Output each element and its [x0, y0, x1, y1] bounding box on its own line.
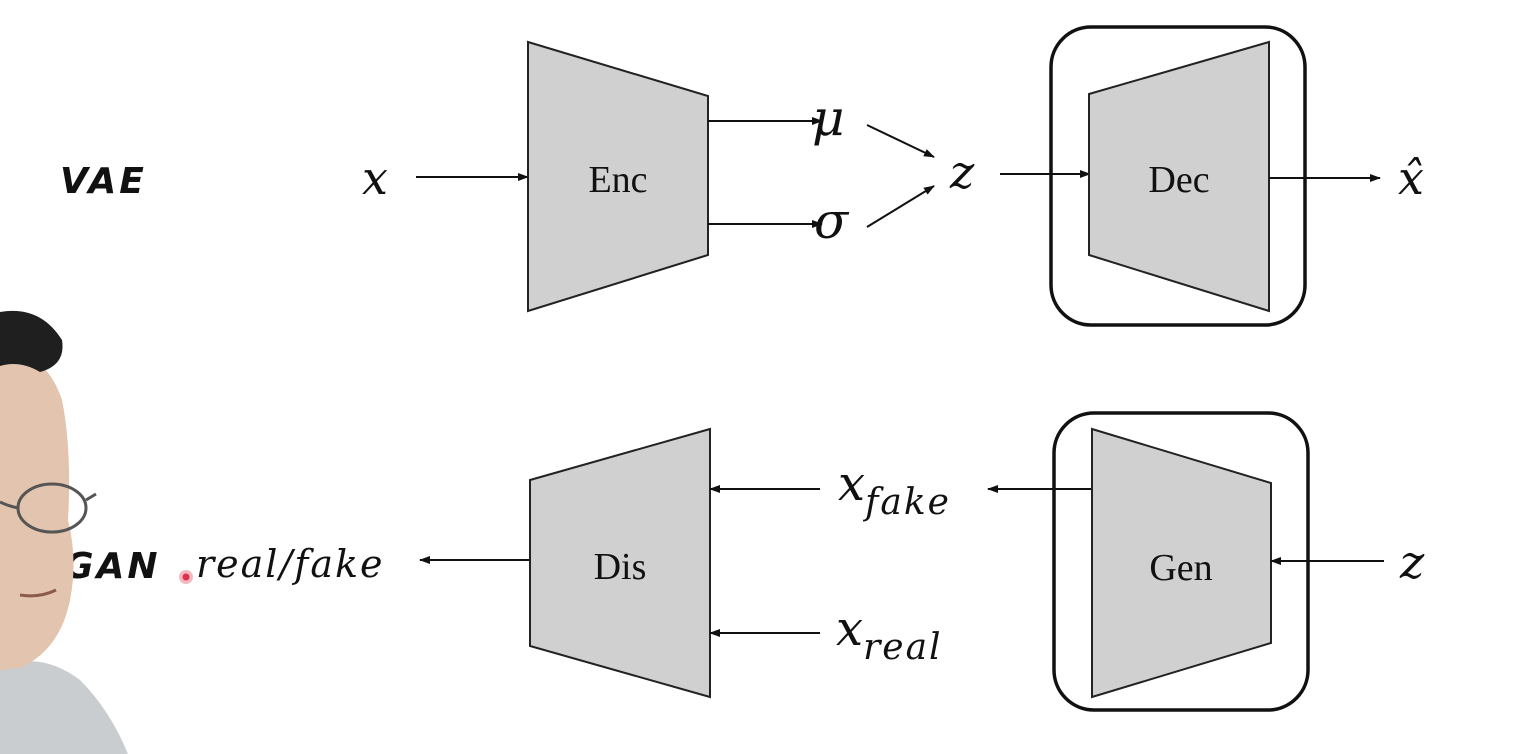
x-real-base: x: [836, 601, 863, 657]
x-fake-label: xfake: [838, 456, 951, 523]
gan-output-real-fake: real/fake: [196, 542, 385, 586]
gan-latent-z: z: [1399, 535, 1425, 589]
x-fake-subscript: fake: [862, 482, 951, 523]
vae-output-xhat: x̂: [1398, 151, 1424, 205]
decoder-label: Dec: [1148, 159, 1209, 201]
laser-pointer-dot: [182, 573, 190, 581]
presenter-webcam-overlay: [0, 310, 128, 754]
encoder-block: [527, 40, 709, 313]
decoder-block: [1088, 40, 1270, 313]
generator-label: Gen: [1149, 547, 1212, 589]
generator-block: [1091, 427, 1272, 699]
x-real-label: xreal: [836, 601, 943, 668]
vae-input-x: x: [362, 151, 388, 205]
gan-row-label: GAN: [64, 546, 161, 587]
discriminator-block: [529, 427, 711, 699]
vae-row-label: VAE: [60, 161, 147, 202]
mu-symbol: μ: [812, 89, 845, 147]
arrow-mu-to-z: [866, 124, 935, 158]
x-fake-base: x: [838, 456, 865, 512]
x-real-subscript: real: [863, 627, 943, 668]
discriminator-label: Dis: [594, 546, 647, 588]
decoder-highlight-frame: [1049, 25, 1307, 327]
arrow-sigma-to-z: [866, 185, 935, 228]
sigma-symbol: σ: [814, 192, 850, 250]
encoder-label: Enc: [588, 159, 647, 201]
vae-latent-z: z: [949, 145, 975, 199]
